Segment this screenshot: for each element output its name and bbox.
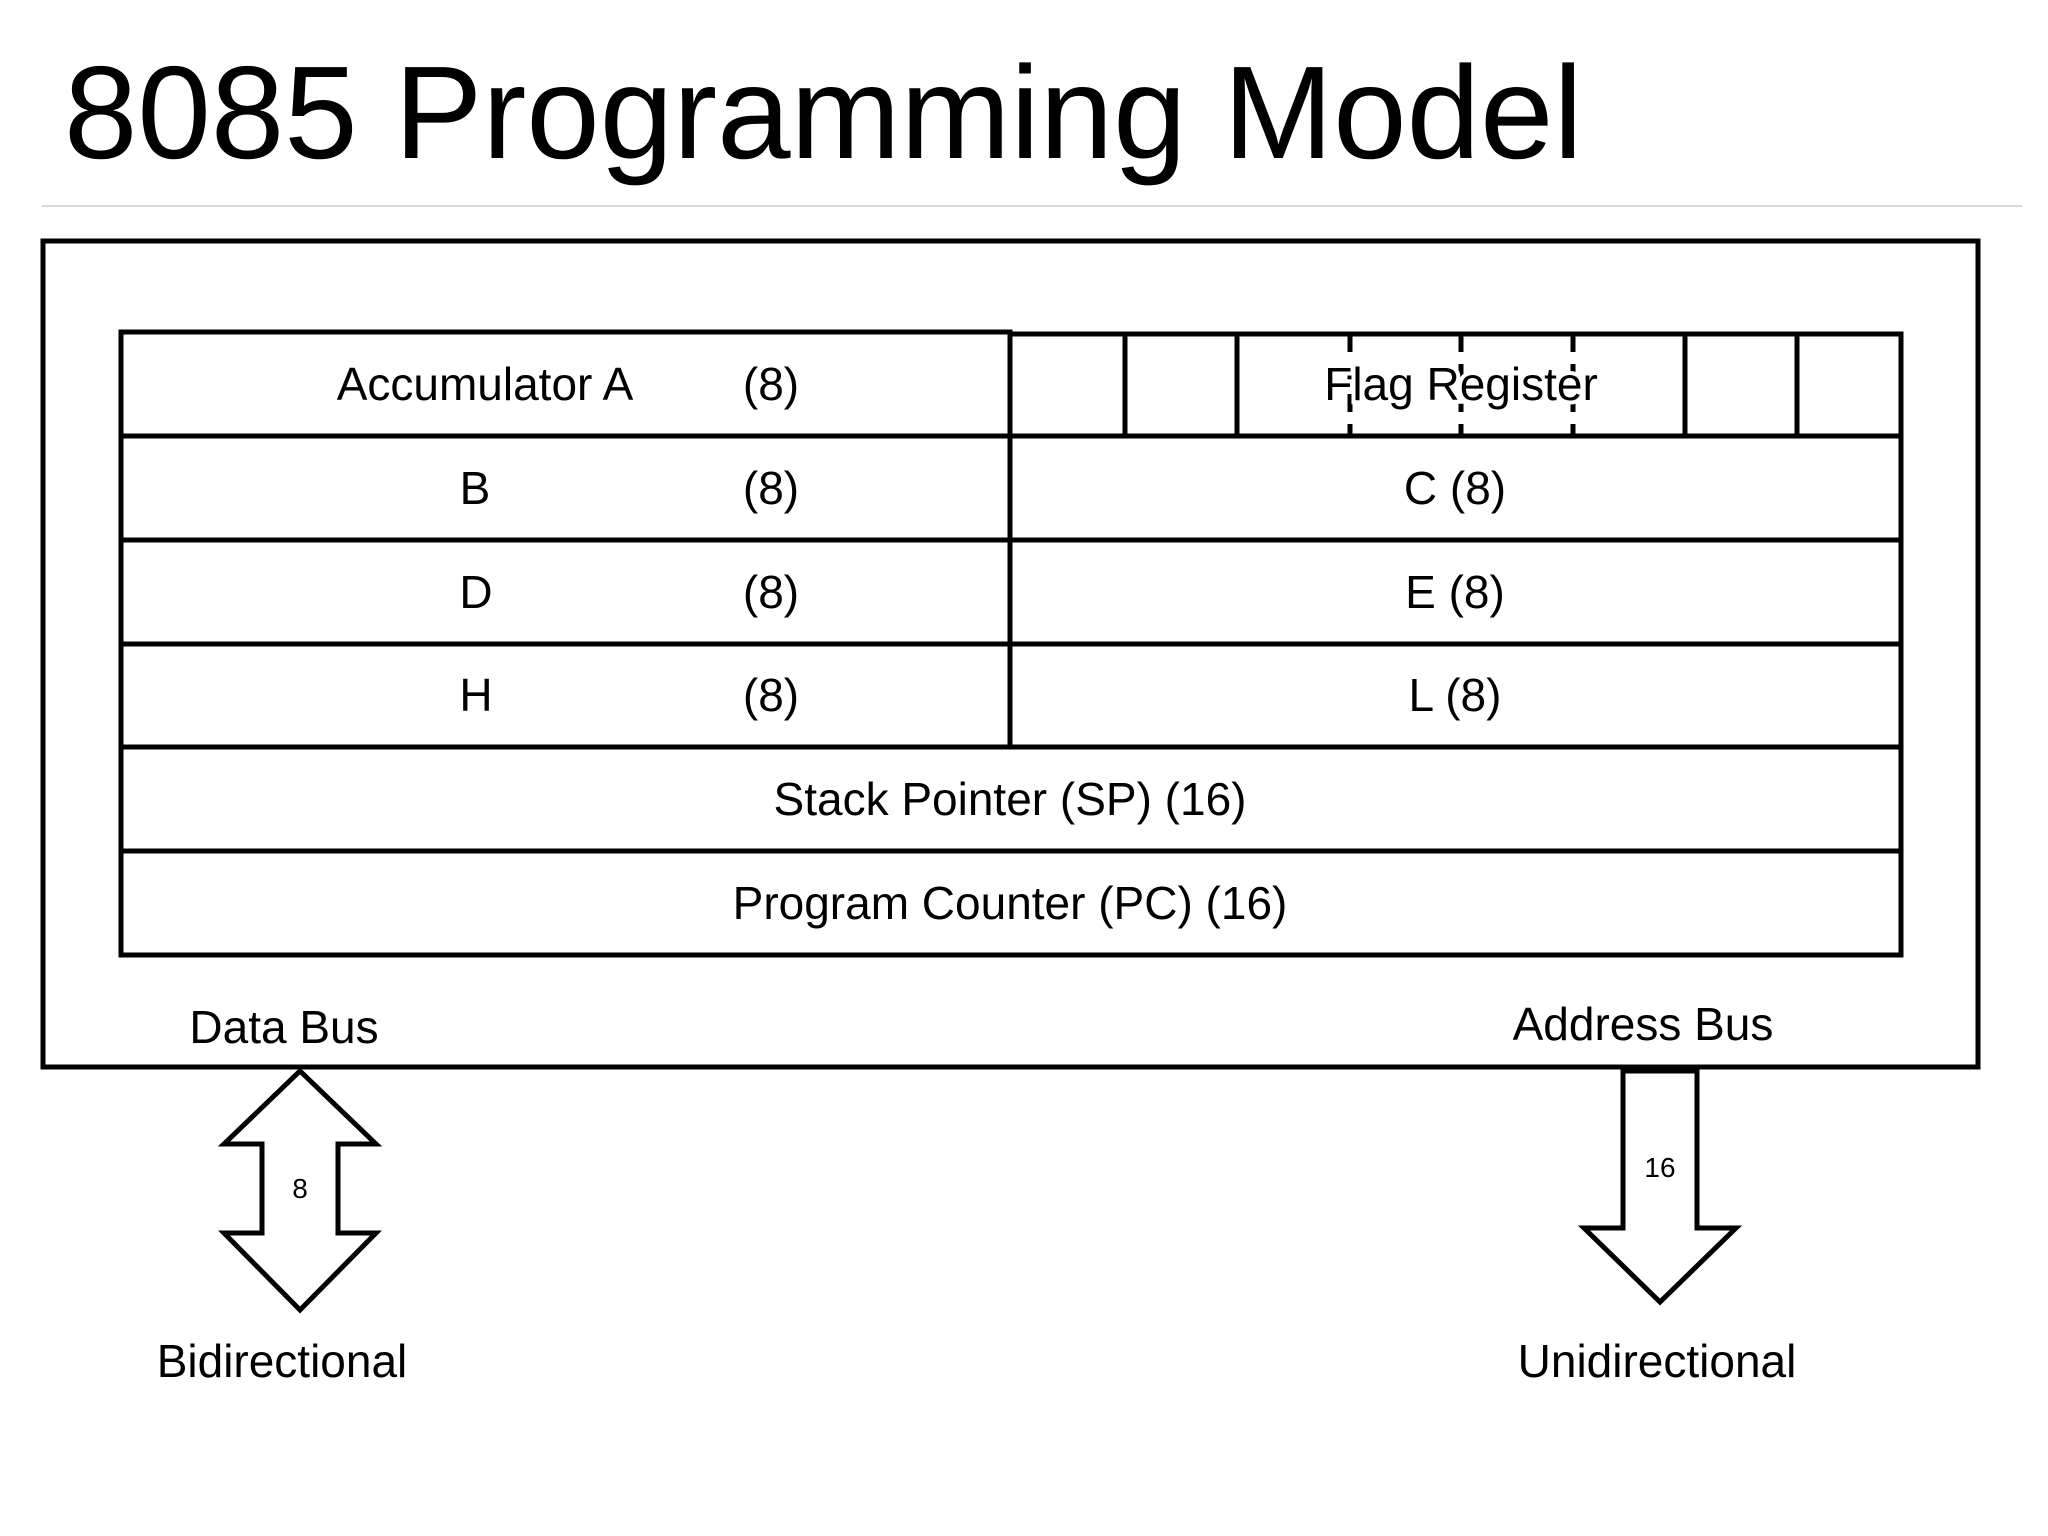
down-arrow-icon (1577, 1068, 1743, 1306)
register-l-label: L (8) (1409, 669, 1502, 721)
address-bus-label: Address Bus (1513, 998, 1774, 1050)
data-bus-direction: Bidirectional (157, 1335, 408, 1387)
register-b-bits: (8) (743, 462, 799, 514)
program-counter-label: Program Counter (PC) (16) (733, 877, 1288, 929)
register-b-cell (118, 433, 1013, 543)
data-bus-label: Data Bus (189, 1001, 378, 1053)
accumulator-label: Accumulator A (337, 358, 634, 410)
register-h-bits: (8) (743, 669, 799, 721)
register-e-label: E (8) (1405, 566, 1505, 618)
flag-register-label: Flag Register (1324, 358, 1598, 410)
processor-outline (40, 238, 1981, 1070)
register-h-label: H (459, 669, 492, 721)
register-h-cell (118, 641, 1013, 750)
register-grid (118, 329, 1904, 958)
register-d-label: D (459, 566, 492, 618)
data-bus-width: 8 (292, 1173, 308, 1204)
slide-title: 8085 Programming Model (64, 39, 1583, 186)
register-d-cell (118, 537, 1013, 647)
program-counter-cell (118, 848, 1904, 958)
stack-pointer-label: Stack Pointer (SP) (16) (774, 773, 1247, 825)
register-c-label: C (8) (1404, 462, 1506, 514)
title-divider (42, 205, 2022, 207)
bidirectional-arrow-icon (217, 1067, 383, 1314)
register-d-bits: (8) (743, 566, 799, 618)
accumulator-bits: (8) (743, 358, 799, 410)
address-bus-direction: Unidirectional (1518, 1335, 1797, 1387)
address-bus-width: 16 (1644, 1152, 1675, 1183)
register-b-label: B (460, 462, 491, 514)
